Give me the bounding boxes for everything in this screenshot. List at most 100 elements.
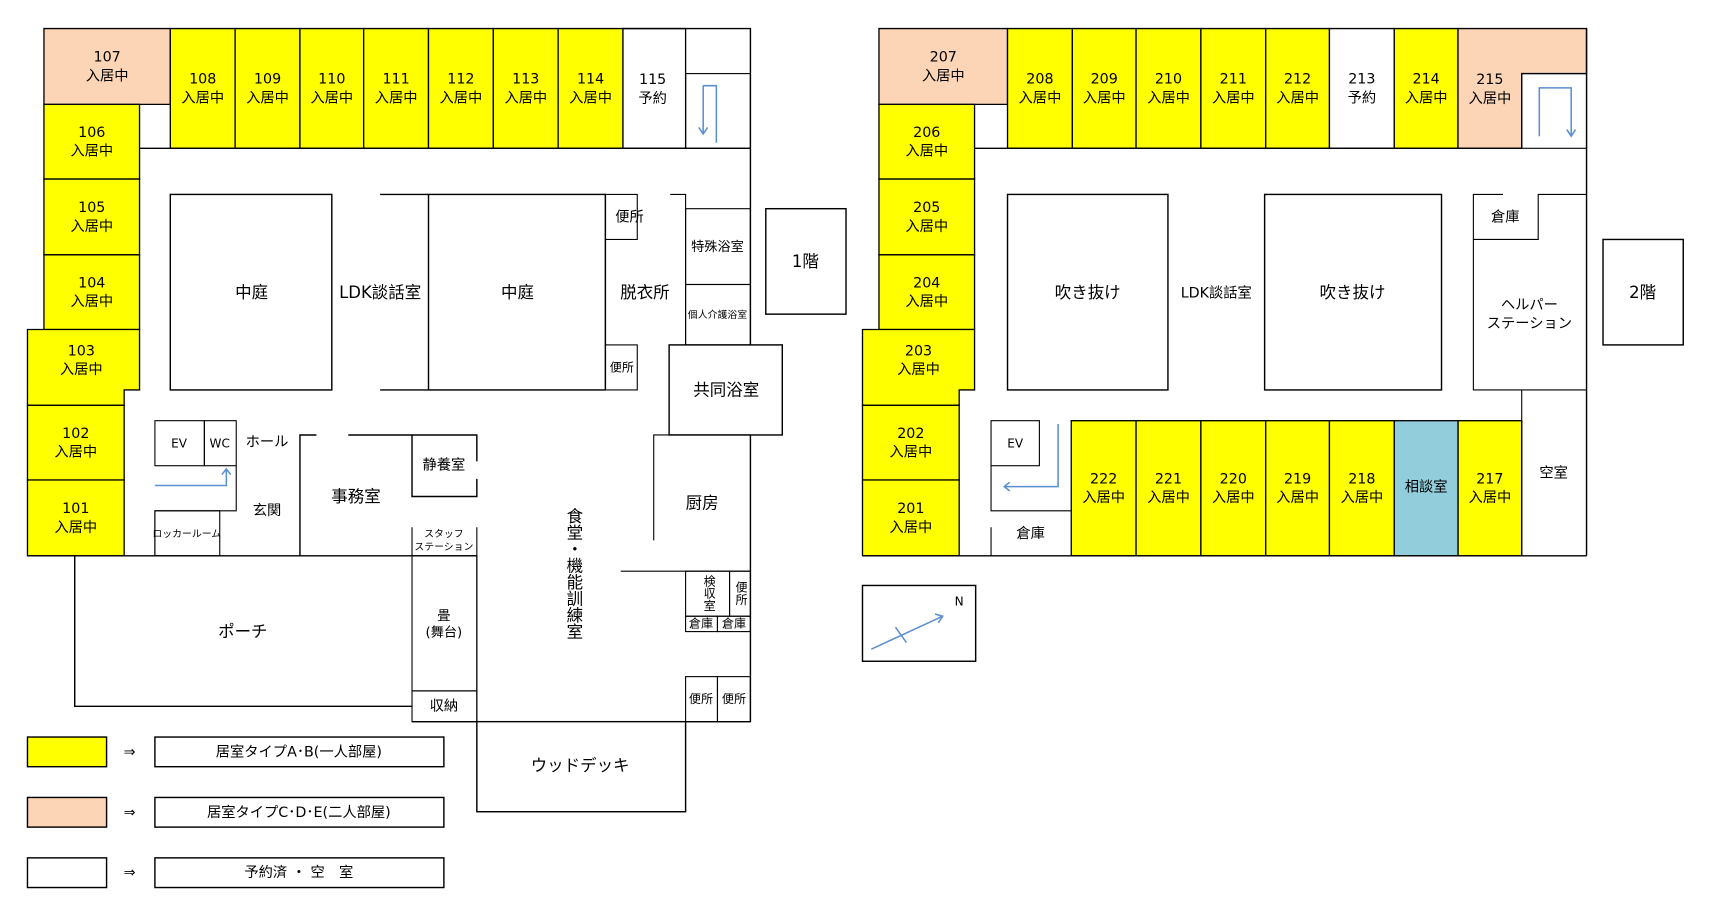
room-number: 201	[897, 501, 924, 517]
legend-arrow: ⇒	[124, 744, 136, 760]
room-fill	[1135, 27, 1202, 149]
legend-arrow: ⇒	[124, 805, 136, 821]
room-number: 105	[78, 200, 105, 216]
wc-label: WC	[210, 436, 230, 450]
room-status: 入居中	[1147, 89, 1190, 106]
legend-swatch-type-cde	[26, 796, 108, 828]
room-fill	[878, 178, 976, 256]
room-fill	[1265, 420, 1331, 557]
room-number: 115	[639, 72, 666, 88]
room-number: 104	[78, 275, 105, 291]
floor1-labels: 中庭 LDK談話室 中庭 便所 便所 脱衣所 特殊浴室 個人介護浴室 共同浴室 …	[152, 208, 818, 775]
room-fill	[861, 404, 960, 481]
room-fill	[1457, 420, 1523, 557]
room-status: 入居中	[1468, 489, 1511, 506]
room-fill	[878, 254, 976, 331]
floor1-label: 1階	[792, 252, 819, 271]
room-fill	[26, 479, 125, 557]
courtyard-label: 中庭	[501, 283, 534, 302]
room-number: 108	[189, 72, 216, 88]
void-1	[1006, 193, 1169, 391]
room-number: 210	[1155, 72, 1182, 88]
staff-station-label: ステーション	[414, 542, 473, 553]
room-number: 206	[913, 125, 940, 141]
ev-label: EV	[1007, 436, 1024, 450]
room-status: 入居中	[440, 89, 483, 106]
room-status: 予約	[638, 90, 667, 107]
storage-label: 倉庫	[1016, 525, 1045, 542]
legend-swatch-vacant	[26, 857, 108, 889]
room-fill	[1006, 27, 1074, 149]
room-fill	[1265, 27, 1331, 149]
room-number: 107	[94, 50, 121, 66]
room-status: 入居中	[60, 361, 103, 378]
legend-swatch-type-ab	[26, 736, 108, 768]
compass-north-label: N	[955, 594, 964, 608]
room-status: 入居中	[897, 361, 940, 378]
room-number: 207	[930, 50, 957, 66]
floor2-label-box	[1602, 238, 1684, 346]
room-number: 103	[68, 343, 95, 359]
room-103[interactable]: 103 入居中	[26, 328, 141, 406]
room-status: 入居中	[70, 218, 113, 235]
room-fill	[43, 178, 141, 256]
floor2-labels: 吹き抜け LDK談話室 吹き抜け 倉庫 ヘルパー ステーション 2階 EV 倉庫…	[955, 208, 1656, 608]
room-status: 入居中	[70, 293, 113, 310]
closet-label: 収納	[430, 697, 459, 714]
kitchen-label: 厨房	[686, 494, 719, 513]
room-105[interactable]: 105 入居中	[43, 178, 141, 256]
legend-arrow: ⇒	[124, 865, 136, 881]
wood-deck-label: ウッドデッキ	[531, 756, 630, 775]
room-status: 入居中	[1212, 89, 1255, 106]
room-fill	[26, 404, 125, 481]
toilet-label: 便所	[610, 360, 634, 374]
helper-station-label: ステーション	[1487, 316, 1572, 332]
room-115[interactable]: 115 予約	[622, 27, 687, 149]
void-label: 吹き抜け	[1320, 283, 1386, 302]
storage-label: 倉庫	[689, 615, 713, 630]
room-status: 入居中	[1276, 89, 1319, 106]
room-number: 215	[1476, 72, 1503, 88]
room-104[interactable]: 104 入居中	[43, 254, 141, 331]
room-status: 入居中	[375, 89, 418, 106]
legend-label-vacant: 予約済 ・ 空 室	[244, 864, 353, 881]
room-number: 211	[1220, 72, 1247, 88]
room-status: 入居中	[504, 89, 547, 106]
room-number: 110	[318, 72, 345, 88]
courtyard-2	[427, 193, 607, 391]
room-status: 入居中	[889, 444, 932, 461]
